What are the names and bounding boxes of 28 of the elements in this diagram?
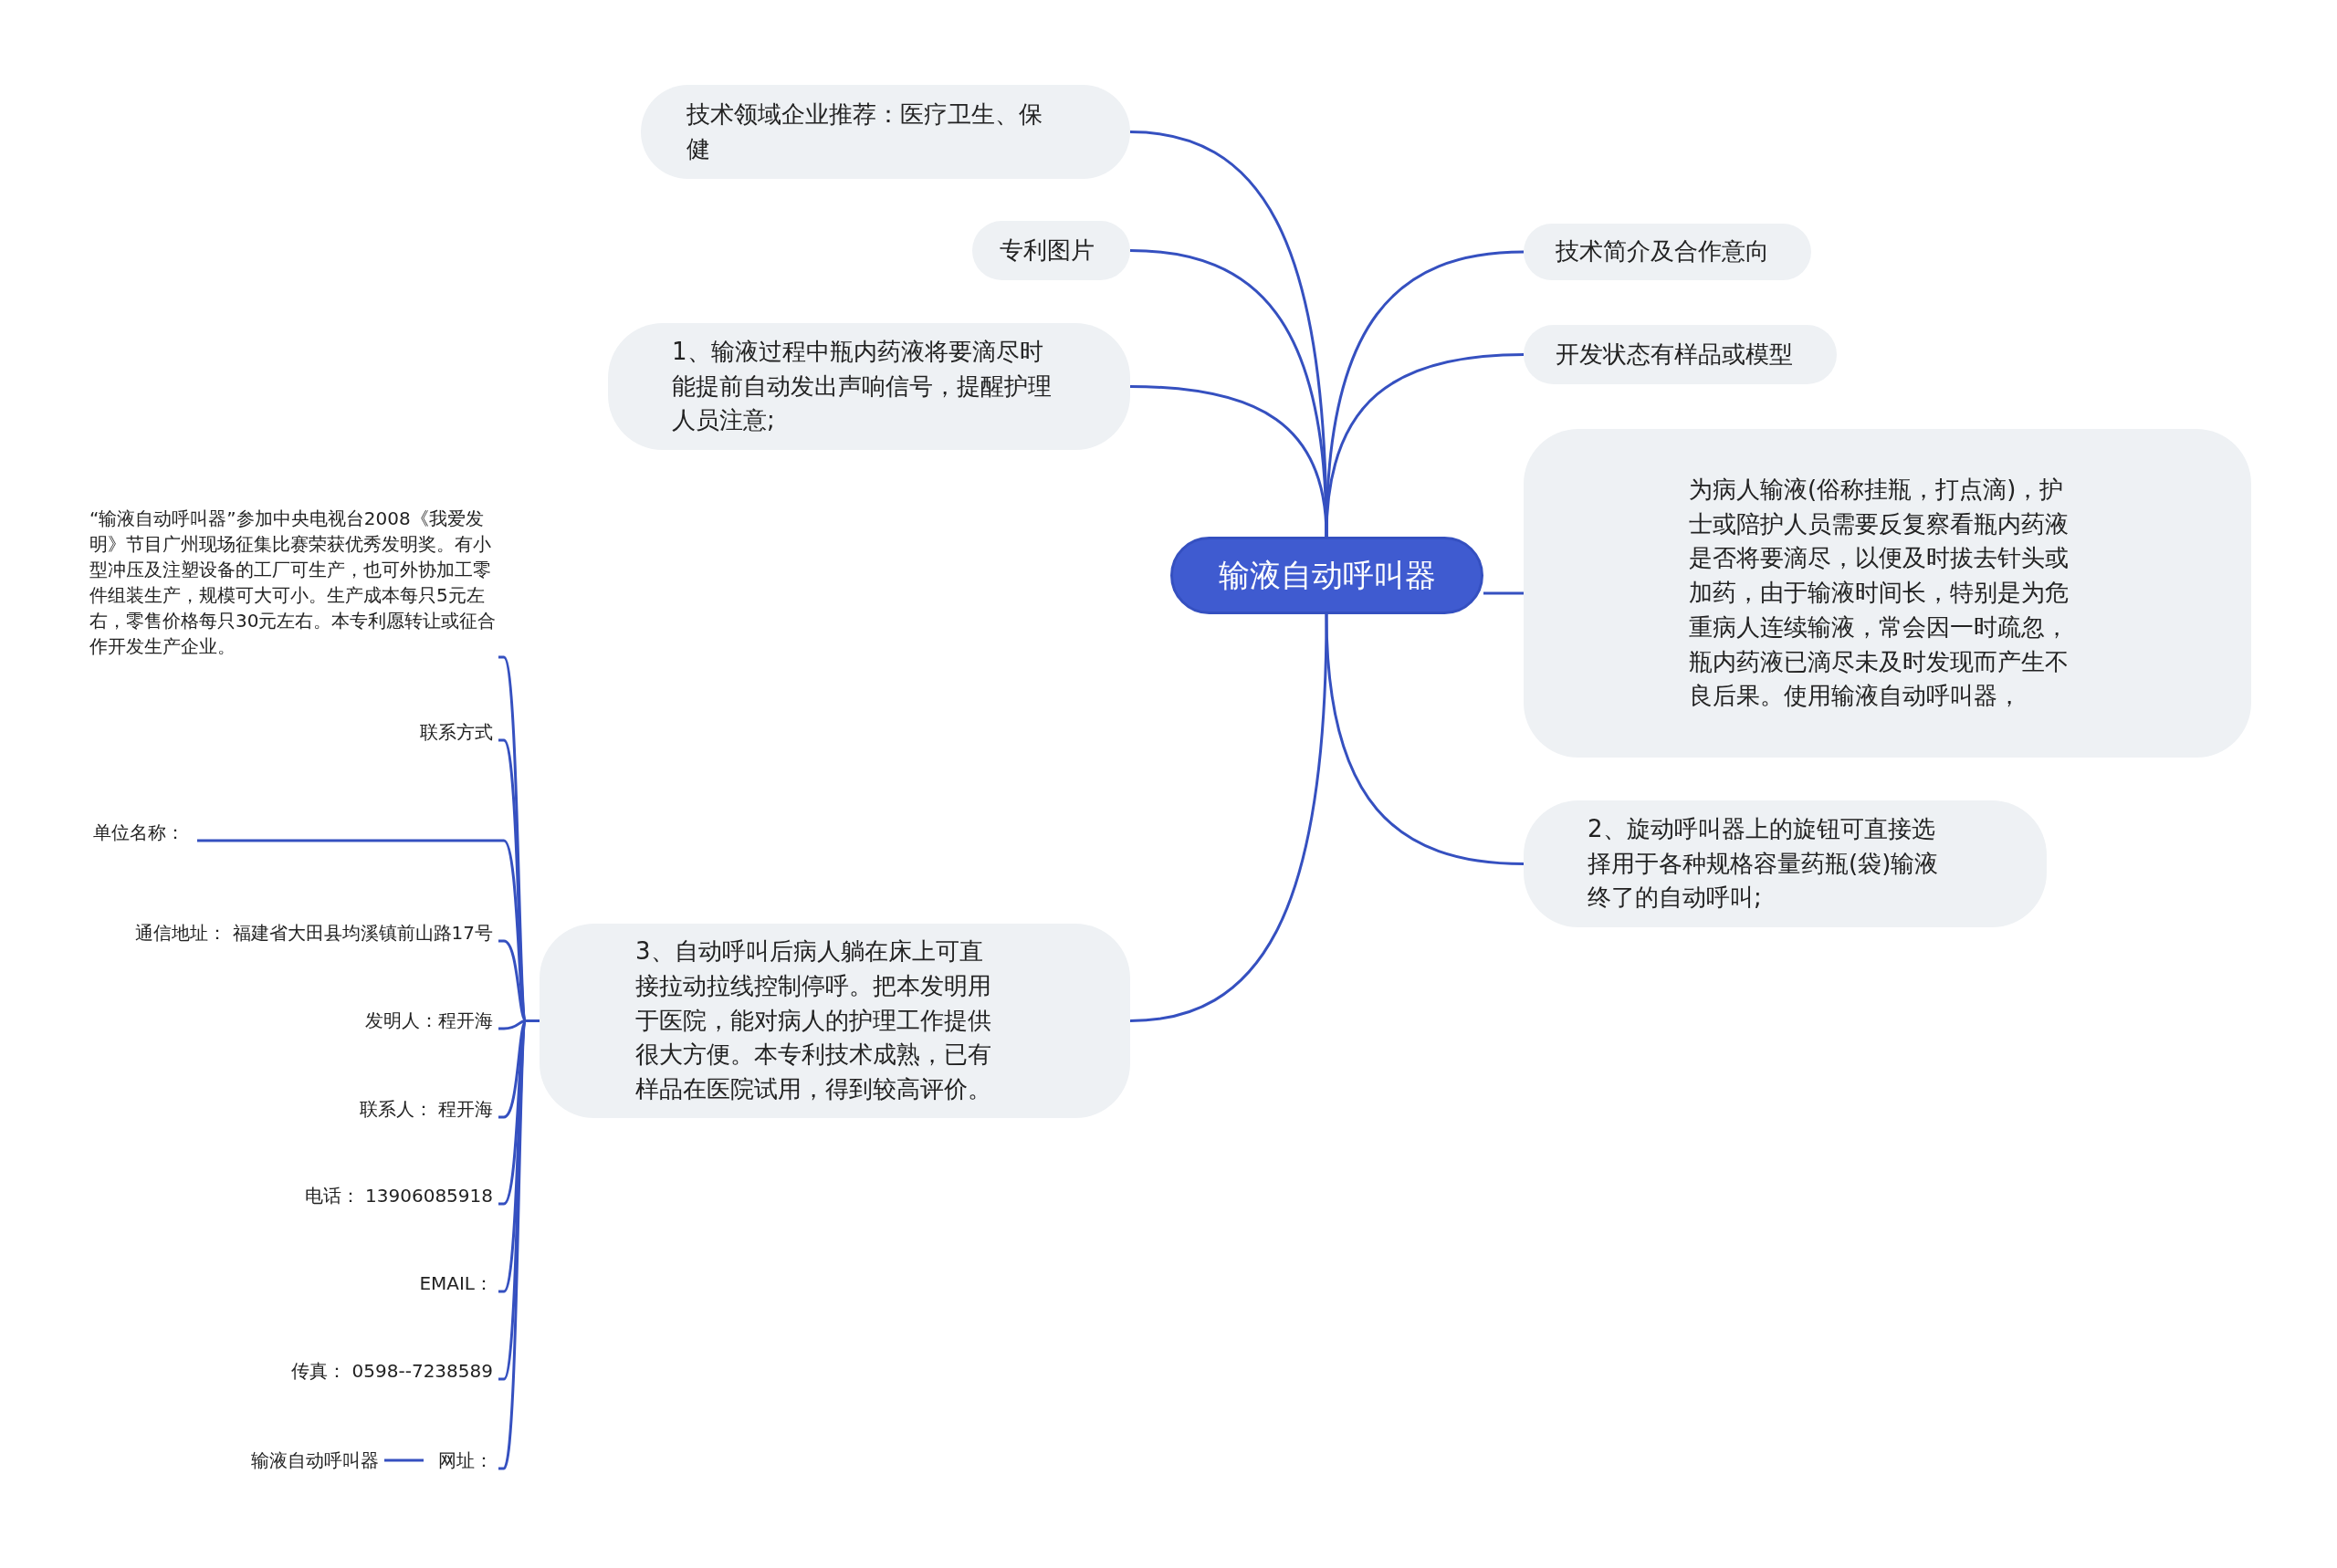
connector-line xyxy=(1325,353,1525,538)
topic-text: 联系人： 程开海 xyxy=(274,1093,498,1124)
topic-text: 联系方式 xyxy=(274,716,498,747)
connector-line xyxy=(1325,250,1525,538)
topic-box: 技术简介及合作意向 xyxy=(1524,224,1811,280)
topic-box: 3、自动呼叫后病人躺在床上可直接拉动拉线控制停呼。把本发明用于医院，能对病人的护理工作提供很大方便。本专利技术成熟，已有样品在医院试用，得到较高评价。 xyxy=(540,924,1130,1118)
topic-text: 传真： 0598--7238589 xyxy=(219,1355,498,1386)
topic-box: 开发状态有样品或模型 xyxy=(1524,325,1837,384)
topic-box: 为病人输液(俗称挂瓶，打点滴)，护士或陪护人员需要反复察看瓶内药液是否将要滴尽，以便及时拔去针头或加药，由于输液时间长，特别是为危重病人连续输液，常会因一时疏忽，瓶内药液已滴尽未及时发现而产生不良后果。使用输液自动呼叫器， xyxy=(1524,429,2251,758)
connector-line xyxy=(498,1019,540,1470)
topic-text: 网址： xyxy=(424,1445,498,1476)
topic-text: 单位名称： xyxy=(88,817,197,848)
connector-line xyxy=(384,1458,424,1462)
topic-text: 通信地址： 福建省大田县均溪镇前山路17号 xyxy=(88,917,498,948)
topic-box: 专利图片 xyxy=(972,221,1130,280)
topic-text: EMAIL： xyxy=(183,1268,498,1299)
topic-text: 电话： 13906085918 xyxy=(219,1180,498,1211)
topic-text: 发明人：程开海 xyxy=(274,1005,498,1036)
connector-line xyxy=(1129,613,1328,1022)
connector-line xyxy=(1129,385,1328,538)
connector-line xyxy=(1325,613,1525,865)
topic-text: “输液自动呼叫器”参加中央电视台2008《我爱发明》节目广州现场征集比赛荣获优秀发明奖。有小型冲压及注塑设备的工厂可生产，也可外协加工零件组装生产，规模可大可小。生产成本每只5元左右，零售价格每只30元左右。本专利愿转让或征合作开发生产企业。 xyxy=(88,500,498,664)
central-topic-box: 输液自动呼叫器 xyxy=(1170,537,1483,614)
topic-text: 输液自动呼叫器 xyxy=(228,1445,384,1476)
topic-box: 1、输液过程中瓶内药液将要滴尽时能提前自动发出声响信号，提醒护理人员注意; xyxy=(608,323,1130,450)
connector-line xyxy=(1483,591,1524,595)
topic-box: 2、旋动呼叫器上的旋钮可直接选择用于各种规格容量药瓶(袋)输液终了的自动呼叫; xyxy=(1524,800,2047,927)
topic-box: 技术领域企业推荐：医疗卫生、保健 xyxy=(641,85,1130,179)
